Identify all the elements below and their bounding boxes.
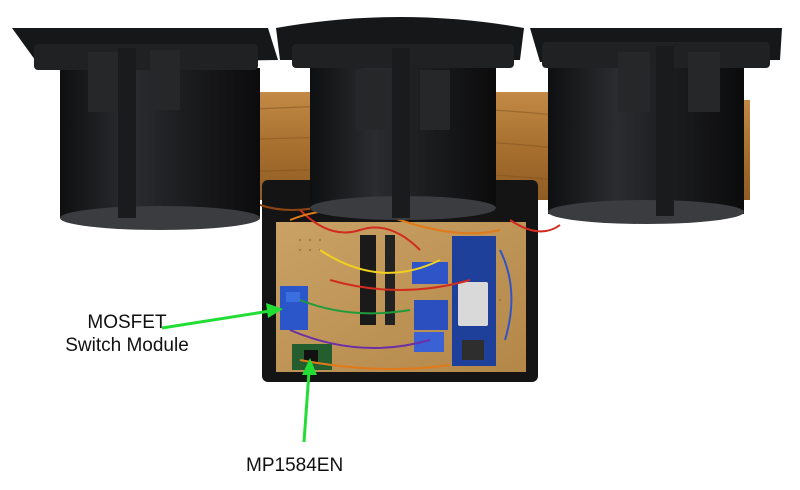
center-housing: [276, 17, 524, 220]
left-housing: [12, 28, 278, 230]
mosfet-arrow: [161, 303, 283, 330]
mosfet-label-line1: MOSFET: [87, 312, 167, 333]
mosfet-switch-label: MOSFET Switch Module: [52, 311, 202, 357]
mp1584en-label: MP1584EN: [246, 455, 344, 476]
mp1584-arrow: [302, 358, 317, 443]
electronics-enclosure: [259, 180, 561, 382]
right-housing: [530, 28, 782, 224]
mosfet-label-line2: Switch Module: [65, 335, 189, 356]
